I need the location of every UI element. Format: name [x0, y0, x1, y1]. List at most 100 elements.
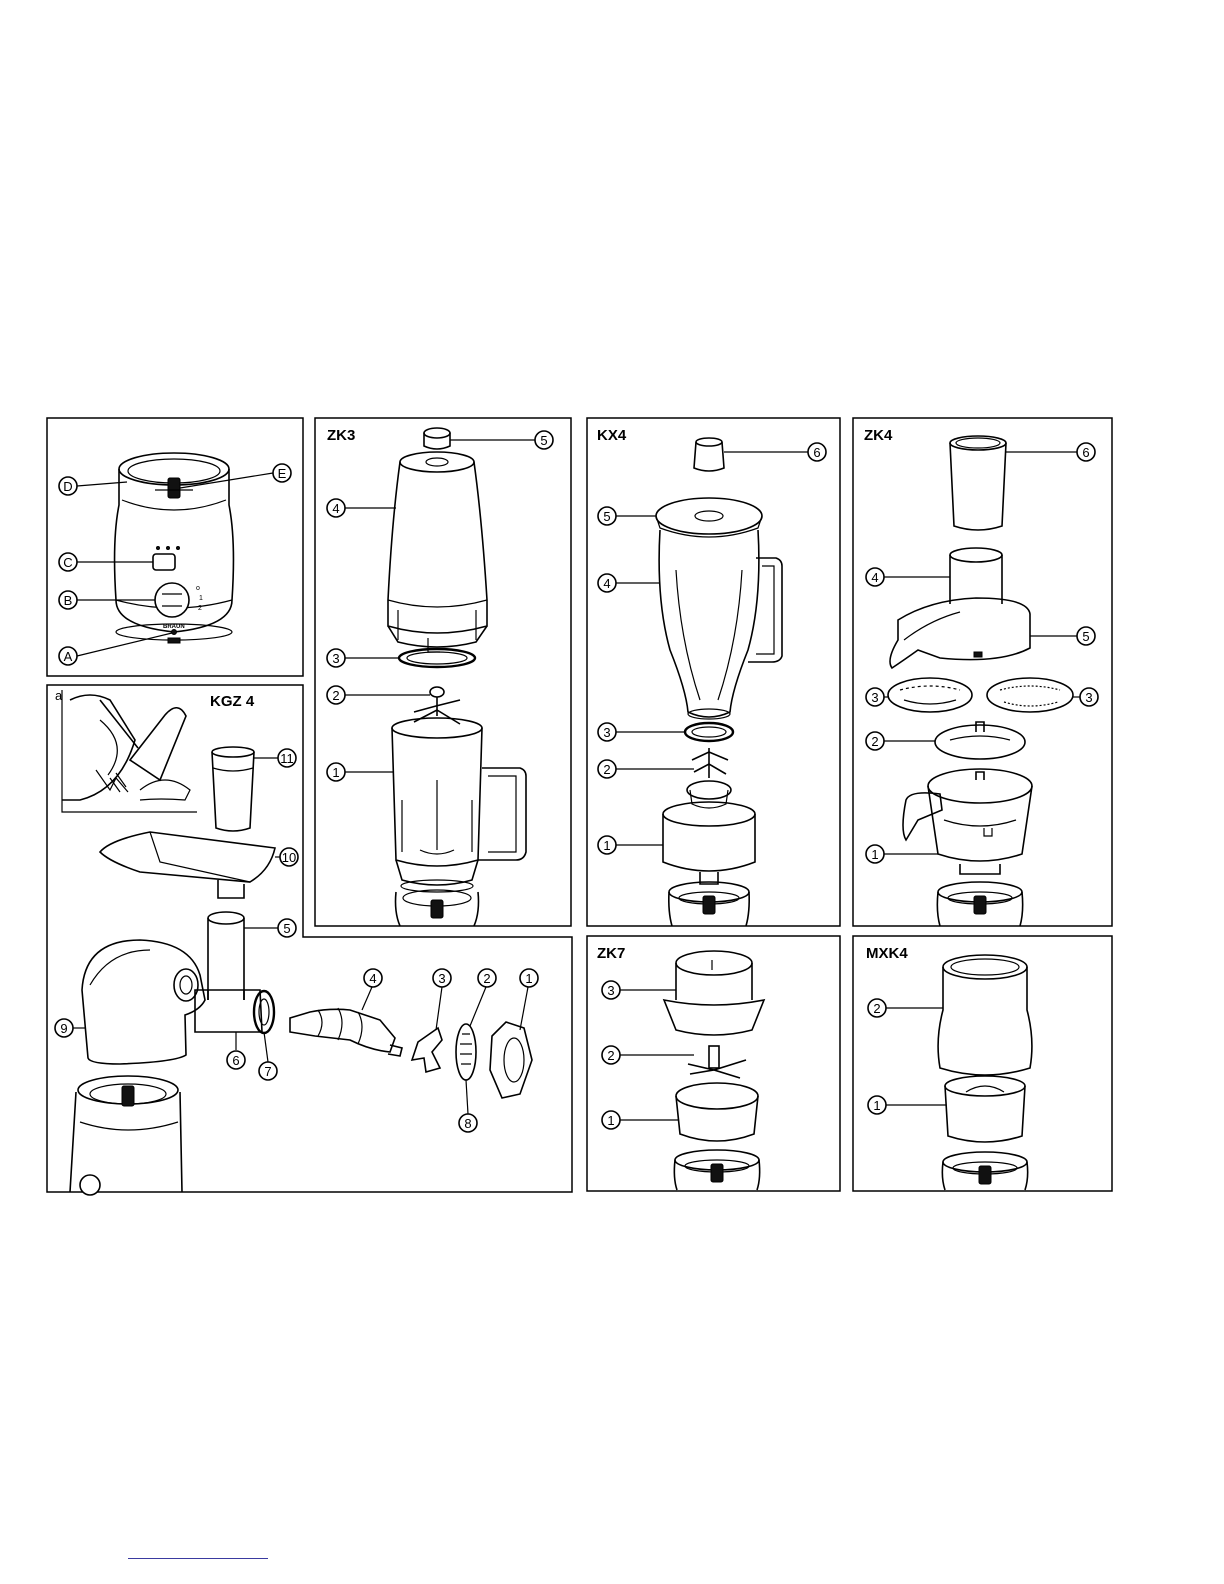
svg-text:1: 1: [603, 838, 610, 853]
panel-zk4-title: ZK4: [864, 427, 893, 444]
kx4-part-2-drawing: [687, 748, 731, 808]
kgz4-callout-9: 9: [55, 1019, 86, 1037]
mxk4-callout-2: 2: [868, 999, 943, 1017]
kx4-part-1-drawing: [663, 802, 755, 884]
svg-text:6: 6: [813, 445, 820, 460]
panel-kgz4-frame: [47, 685, 572, 1192]
svg-text:3: 3: [871, 690, 878, 705]
kgz4-callout-2: 2: [470, 969, 496, 1026]
kgz4-part-1-drawing: [490, 1022, 532, 1098]
svg-text:2: 2: [603, 762, 610, 777]
svg-text:2: 2: [873, 1001, 880, 1016]
svg-text:4: 4: [871, 570, 878, 585]
zk4-callout-5: 6: [1006, 443, 1095, 461]
svg-text:1: 1: [871, 847, 878, 862]
kx4-part-3-drawing: [685, 723, 733, 741]
panel-kgz4: KGZ 4 a: [47, 685, 572, 1195]
zk4-part-1-drawing: [903, 769, 1032, 874]
kgz4-callout-11: 11: [254, 749, 296, 767]
zk4-part-5-drawing: [950, 436, 1006, 530]
svg-text:1: 1: [525, 971, 532, 986]
svg-text:1: 1: [873, 1098, 880, 1113]
kgz4-callout-3: 3: [433, 969, 451, 1030]
svg-text:11: 11: [280, 751, 294, 766]
base-callout-c: C: [59, 553, 153, 571]
zk3-part-1-drawing: [392, 718, 526, 892]
panel-zk7: ZK7 3: [587, 936, 840, 1191]
zk7-part-2-drawing: [688, 1046, 746, 1078]
svg-text:7: 7: [264, 1064, 271, 1079]
zk4-callout-3-right: 3: [1073, 688, 1098, 706]
svg-text:2: 2: [483, 971, 490, 986]
svg-text:3: 3: [607, 983, 614, 998]
kx4-callout-1: 1: [598, 836, 663, 854]
svg-text:5: 5: [603, 509, 610, 524]
svg-text:a: a: [55, 688, 63, 703]
zk3-callout-3: 3: [327, 649, 399, 667]
svg-text:1: 1: [332, 765, 339, 780]
kgz4-callout-6: 6: [227, 1032, 245, 1069]
zk4-callout-2: 2: [866, 732, 935, 750]
svg-text:5: 5: [540, 433, 547, 448]
zk7-part-1-drawing: [676, 1083, 758, 1141]
svg-text:4: 4: [332, 501, 339, 516]
zk4-part-2-drawing: [935, 722, 1025, 759]
kx4-callout-5: 5: [598, 507, 656, 525]
kgz4-part-3-drawing: [412, 1028, 442, 1072]
zk7-callout-1: 1: [602, 1111, 678, 1129]
zk3-callout-4: 4: [327, 499, 396, 517]
kx4-part-6-drawing: [694, 438, 724, 471]
svg-text:6: 6: [1082, 445, 1089, 460]
svg-text:8: 8: [464, 1116, 471, 1131]
kx4-part-5-drawing: [656, 498, 762, 537]
panel-kgz4-title: KGZ 4: [210, 693, 255, 710]
svg-text:3: 3: [1085, 690, 1092, 705]
kgz4-callout-7: 7: [259, 1032, 277, 1080]
kgz4-callout-1: 1: [520, 969, 538, 1030]
panel-zk3: ZK3: [315, 418, 571, 926]
kgz4-part-4-drawing: [290, 1008, 402, 1056]
zk3-motor-base-drawing: [396, 890, 479, 926]
svg-text:3: 3: [603, 725, 610, 740]
zk3-part-5-drawing: [424, 428, 450, 449]
panel-kx4-frame: [587, 418, 840, 926]
kx4-callout-6: 6: [724, 443, 826, 461]
svg-text:3: 3: [332, 651, 339, 666]
kgz4-part-5-drawing: [208, 912, 244, 1000]
kx4-callout-2: 2: [598, 760, 694, 778]
panel-zk4-frame: [853, 418, 1112, 926]
kgz4-part-6-drawing: [195, 990, 274, 1033]
kx4-motor-base-drawing: [669, 882, 749, 926]
panel-mxk4-title: MXK4: [866, 945, 908, 962]
panel-zk3-frame: [315, 418, 571, 926]
svg-text:4: 4: [603, 576, 610, 591]
mxk4-part-1-drawing: [945, 1076, 1025, 1142]
svg-text:9: 9: [60, 1021, 67, 1036]
zk4-callout-3-left: 3: [866, 688, 888, 706]
zk3-part-3-drawing: [399, 649, 475, 667]
zk3-callout-2: 2: [327, 686, 430, 704]
svg-text:o: o: [196, 585, 200, 592]
zk4-callout-1: 1: [866, 845, 938, 863]
panel-base-frame: [47, 418, 303, 676]
svg-text:E: E: [278, 466, 287, 481]
svg-text:D: D: [63, 479, 72, 494]
zk7-callout-3: 3: [602, 981, 676, 999]
panel-base-unit: o 1 2 BRAUN D E C B: [47, 418, 303, 676]
zk3-callout-5: 5: [450, 431, 553, 449]
svg-text:3: 3: [438, 971, 445, 986]
kgz4-part-10-drawing: [100, 832, 275, 898]
zk4-motor-base-drawing: [937, 882, 1022, 926]
zk4-part-3a-drawing: [888, 678, 972, 712]
zk7-callout-2: 2: [602, 1046, 694, 1064]
kgz4-callout-5: 5: [244, 919, 296, 937]
zk4-callout-4: 4: [866, 568, 950, 586]
svg-text:10: 10: [282, 850, 296, 865]
svg-text:B: B: [64, 593, 73, 608]
svg-text:1: 1: [199, 595, 203, 602]
zk4-callout-6: 5: [1030, 627, 1095, 645]
zk3-part-4-drawing: [388, 452, 487, 652]
panel-kx4: KX4: [587, 418, 840, 926]
svg-text:2: 2: [607, 1048, 614, 1063]
